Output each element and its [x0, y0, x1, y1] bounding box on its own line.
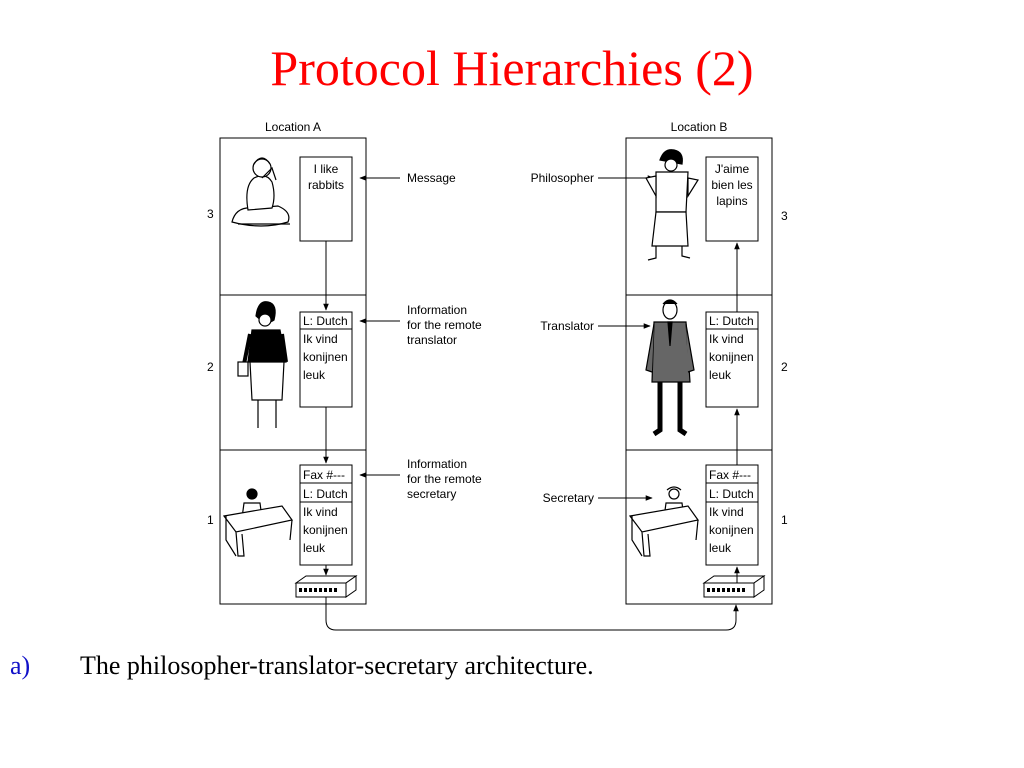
a-note2-line4: leuk — [303, 368, 326, 382]
slide-title: Protocol Hierarchies (2) — [270, 40, 754, 96]
info-secretary-line2: for the remote — [407, 472, 482, 486]
info-translator-line1: Information — [407, 303, 467, 317]
b-layer1-box — [625, 449, 773, 605]
a-note1-line2: L: Dutch — [303, 487, 348, 501]
location-b-label: Location B — [671, 120, 728, 134]
b-note2-line2: Ik vind — [709, 332, 744, 346]
translator-b-illustration — [645, 299, 695, 437]
secretary-a-illustration — [222, 488, 294, 557]
a-layer-number-3: 3 — [207, 207, 214, 221]
b-note1-line4: konijnen — [709, 523, 754, 537]
translator-label: Translator — [540, 319, 594, 333]
location-b-stack — [625, 137, 773, 605]
b-layer-number-1: 1 — [781, 513, 788, 527]
a-note1-line1: Fax #--- — [303, 468, 345, 482]
a-layer-number-1: 1 — [207, 513, 214, 527]
philosopher-a-illustration — [231, 157, 290, 227]
a-note1-line3: Ik vind — [303, 505, 338, 519]
a-note3-line2: rabbits — [308, 178, 344, 192]
a-layer1-box — [219, 449, 367, 605]
a-layer3-note: I like rabbits — [299, 156, 353, 242]
secretary-b-illustration — [628, 486, 700, 557]
b-note3-line1: J'aime — [715, 162, 750, 176]
b-note3-line3: lapins — [716, 194, 747, 208]
a-note1-line5: leuk — [303, 541, 326, 555]
fax-machine-b — [702, 575, 766, 598]
message-label: Message — [407, 171, 456, 185]
b-note1-line5: leuk — [709, 541, 732, 555]
a-note2-line1: L: Dutch — [303, 314, 348, 328]
info-translator-line2: for the remote — [407, 318, 482, 332]
info-translator-line3: translator — [407, 333, 457, 347]
b-note1-line2: L: Dutch — [709, 487, 754, 501]
location-a-stack — [219, 137, 367, 605]
b-layer-number-3: 3 — [781, 209, 788, 223]
a-layer-number-2: 2 — [207, 360, 214, 374]
a-note2-line2: Ik vind — [303, 332, 338, 346]
b-note1-line1: Fax #--- — [709, 468, 751, 482]
b-note1-line3: Ik vind — [709, 505, 744, 519]
middle-pointers — [359, 175, 655, 501]
b-note2-line3: konijnen — [709, 350, 754, 364]
a-layer2-note: L: Dutch Ik vind konijnen leuk — [299, 311, 353, 408]
b-layer-number-2: 2 — [781, 360, 788, 374]
b-note2-line4: leuk — [709, 368, 732, 382]
info-secretary-line1: Information — [407, 457, 467, 471]
b-note2-line1: L: Dutch — [709, 314, 754, 328]
philosopher-b-illustration — [645, 149, 699, 261]
info-secretary-line3: secretary — [407, 487, 456, 501]
translator-a-illustration — [237, 301, 288, 428]
location-a-label: Location A — [265, 120, 321, 134]
b-layer2-note: L: Dutch Ik vind konijnen leuk — [705, 311, 759, 408]
b-layer3-note: J'aime bien les lapins — [705, 156, 759, 242]
a-note2-line3: konijnen — [303, 350, 348, 364]
caption-text: The philosopher-translator-secretary arc… — [80, 651, 594, 680]
transmission-link — [325, 597, 739, 631]
b-note3-line2: bien les — [711, 178, 752, 192]
a-note1-line4: konijnen — [303, 523, 348, 537]
secretary-label: Secretary — [543, 491, 594, 505]
philosopher-label: Philosopher — [531, 171, 594, 185]
a-note3-line1: I like — [314, 162, 339, 176]
a-layer1-note: Fax #--- L: Dutch Ik vind konijnen leuk — [299, 464, 353, 566]
caption-marker: a) — [10, 651, 31, 680]
fax-machine-a — [294, 575, 358, 598]
b-layer1-note: Fax #--- L: Dutch Ik vind konijnen leuk — [705, 464, 759, 566]
